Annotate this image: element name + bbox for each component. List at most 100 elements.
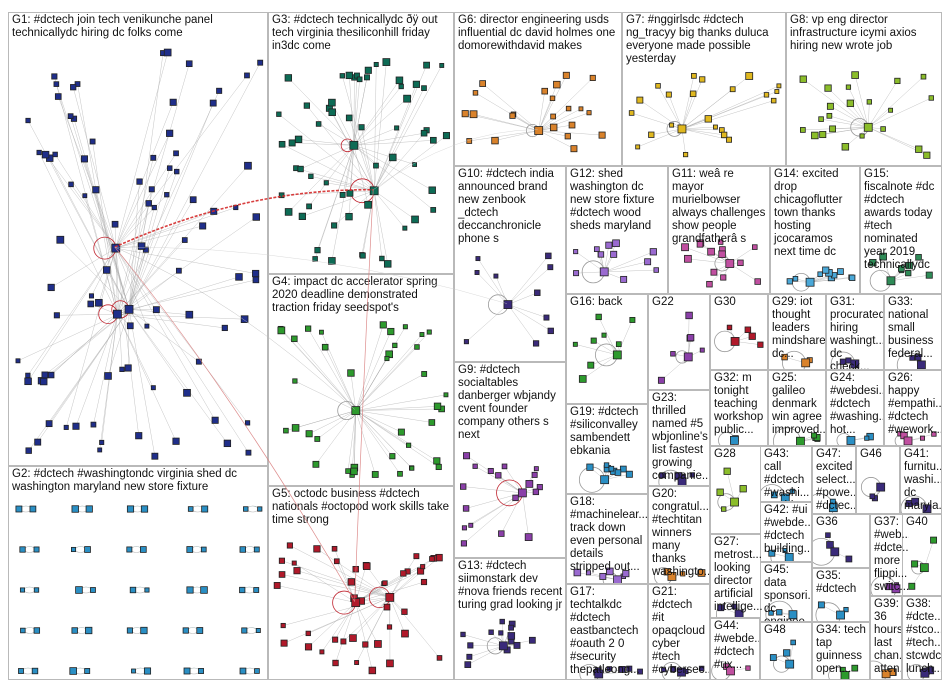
node [914,354,922,361]
node [373,162,379,169]
node [384,355,390,362]
node [90,587,96,593]
node [400,570,407,577]
node [392,342,398,349]
node [216,87,223,94]
hub-node [725,259,735,268]
node [869,258,877,267]
node [36,149,42,156]
node [670,666,677,673]
node [233,204,239,211]
node [150,385,156,391]
cluster-g6: G6: director engineering usds influentia… [454,12,622,166]
nodes [869,482,886,502]
node [593,246,600,253]
node [187,506,194,512]
node [915,254,922,261]
node [421,371,428,377]
node [102,266,111,274]
node [603,462,610,468]
node [460,540,467,547]
node [768,549,776,557]
node [52,151,58,158]
node [239,586,246,594]
node [340,638,347,645]
node [244,72,250,79]
node [819,131,827,139]
node [461,110,469,118]
node [653,267,659,273]
node [531,471,538,478]
node [466,138,473,144]
node [409,465,415,471]
node [629,316,636,323]
hub-node [349,140,359,150]
hub-node [863,122,873,132]
nodes [828,498,838,513]
node [201,505,209,513]
node [131,668,136,674]
node [869,493,876,500]
node [140,626,148,635]
hub-node [801,358,811,368]
node [720,131,728,139]
node [909,355,915,361]
node [547,264,554,271]
node [573,568,582,577]
hub-node [730,497,739,507]
hub-node [369,186,379,196]
node [706,280,713,288]
hub-node [612,350,622,360]
node [463,339,469,345]
node [513,641,521,649]
node [323,180,329,186]
hub-node [677,124,687,134]
node [244,420,251,426]
nodes [573,567,630,583]
nodes [716,467,747,512]
node [137,242,146,250]
node [845,555,853,563]
node [254,668,260,674]
node [183,667,191,675]
node [590,337,597,344]
cluster-g11: G11: weâ re mayor murielbowser always ch… [668,166,770,294]
node [185,60,193,68]
node [669,122,675,128]
node [195,358,202,365]
node [306,203,312,210]
node [655,83,661,89]
nodes [920,666,935,678]
cluster-g14: G14: excited drop chicagoflutter town th… [770,166,860,294]
node [345,212,353,221]
node [774,89,780,94]
node [126,627,133,634]
node [71,546,77,553]
cluster-graph [628,72,782,158]
node [698,665,705,672]
hub-node [726,666,735,676]
node [426,329,432,335]
node [379,321,387,329]
node [347,578,356,586]
node [63,424,69,430]
node [371,471,379,478]
cluster-graph [658,469,695,485]
cluster-g46: G46 [856,446,900,514]
node [308,173,314,179]
cluster-graph [572,313,636,383]
node [930,536,938,544]
cluster-g7: G7: #nggirlsdc #dctech ng_tracyy big tha… [622,12,786,166]
node [718,250,726,258]
hub-node [922,504,932,513]
node [199,222,207,230]
node [383,260,392,268]
cluster-graph [463,252,554,347]
node [136,178,143,185]
cluster-g17: G17: techtalkdc #dctech eastbanctech #oa… [566,584,648,680]
node [525,480,534,488]
node [53,312,60,319]
node [770,491,778,499]
node [573,249,579,255]
node [33,546,40,553]
